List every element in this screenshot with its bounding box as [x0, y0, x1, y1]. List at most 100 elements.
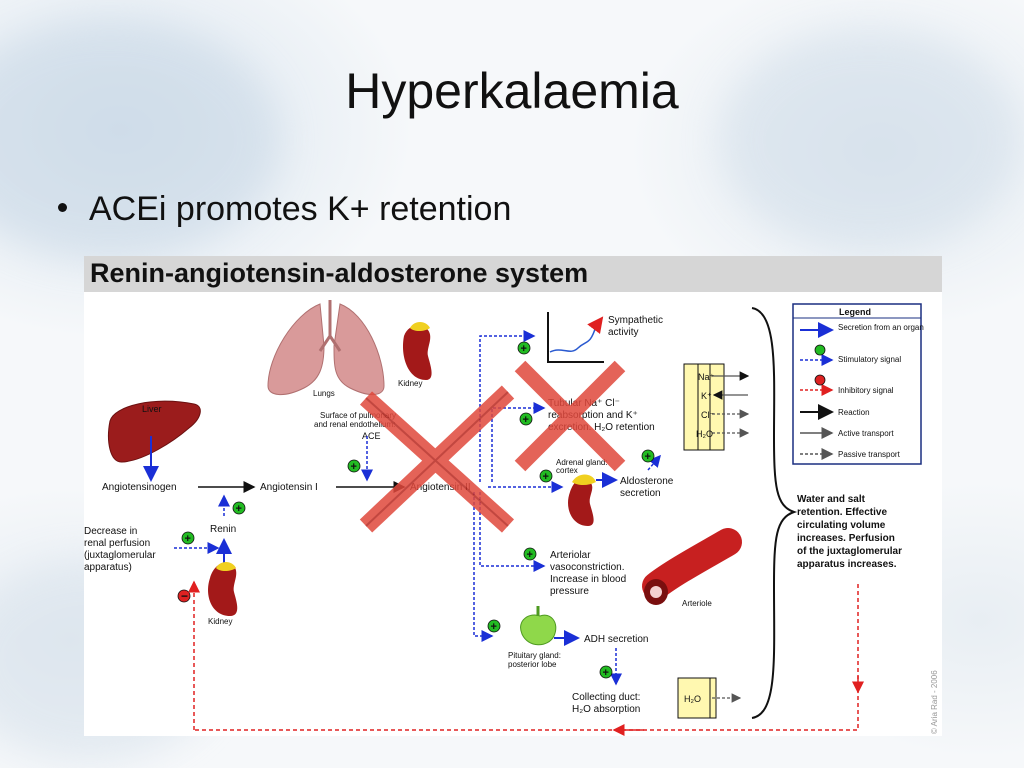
stimulatory-plus-badge	[517, 341, 531, 355]
pituitary-label-line2: posterior lobe	[508, 660, 557, 669]
sympathetic-graph-icon	[547, 312, 604, 363]
stimulatory-plus-badge	[487, 619, 501, 633]
surface-label-line2: and renal endothelium:	[314, 420, 395, 429]
diagram-canvas: Liver Angiotensinogen Angiotensin I Angi…	[84, 300, 939, 736]
plus-icon: +	[491, 621, 497, 633]
water-label-line3: circulating volume	[797, 520, 886, 531]
inhibitory-minus-badge	[177, 589, 191, 603]
aldosterone-stimulatory-arrow	[647, 454, 661, 471]
arteriole-icon	[642, 528, 742, 605]
water-label-line5: of the juxtaglomerular	[797, 546, 902, 557]
surface-label-line1: Surface of pulmonary	[320, 411, 396, 420]
stimulatory-plus-badge	[599, 665, 613, 679]
plus-icon: +	[351, 461, 357, 473]
stimulatory-plus-badge	[181, 531, 195, 545]
kidney-icon	[402, 322, 432, 380]
kidney-icon	[208, 562, 238, 616]
arteriole-label: Arteriole	[682, 599, 712, 608]
liver-icon	[108, 400, 201, 463]
feedback-loop-path	[194, 584, 859, 731]
ion-k-label: K⁺	[701, 391, 712, 401]
bullet-item: ACEi promotes K+ retention	[58, 190, 511, 229]
stimulatory-plus-badge	[519, 412, 533, 426]
adrenal-label-line1: Adrenal gland:	[556, 458, 608, 467]
pituitary-label-line1: Pituitary gland:	[508, 651, 561, 660]
aldosterone-label-line2: secretion	[620, 488, 661, 499]
ion-na-label: Na⁺	[698, 372, 715, 382]
cross-out-mark-tubular	[514, 360, 626, 472]
ion-h2o-label: H₂O	[696, 429, 713, 439]
collecting-duct-box	[677, 677, 742, 719]
legend-title: Legend	[839, 307, 871, 317]
plus-icon: +	[527, 549, 533, 561]
angiotensin1-label: Angiotensin I	[260, 482, 318, 493]
legend-item-passive-transport: Passive transport	[838, 450, 901, 459]
sympathetic-label-line2: activity	[608, 327, 639, 338]
stimulatory-plus-badge	[523, 547, 537, 561]
background-blur-blob	[720, 30, 1020, 250]
legend-item-secretion: Secretion from an organ	[838, 323, 924, 332]
bullet-dot	[58, 202, 67, 212]
arteriolar-label-line2: vasoconstriction.	[550, 562, 624, 573]
sympathetic-stimulatory-arrow	[479, 330, 536, 482]
decrease-label-line1: Decrease in	[84, 526, 137, 537]
liver-label: Liver	[142, 404, 162, 414]
aldosterone-label-line1: Aldosterone	[620, 476, 674, 487]
plus-icon: +	[185, 533, 191, 545]
bullet-text: ACEi promotes K+ retention	[89, 190, 512, 228]
stimulatory-plus-badge	[347, 459, 361, 473]
lungs-label: Lungs	[313, 389, 335, 398]
arteriolar-label-line4: pressure	[550, 586, 589, 597]
water-label-line1: Water and salt	[797, 494, 866, 505]
adrenal-label-line2: cortex	[556, 466, 578, 475]
tubular-label-line2: reabsorption and K⁺	[548, 410, 638, 421]
plus-icon: +	[543, 471, 549, 483]
stimulatory-plus-badge	[641, 449, 655, 463]
sympathetic-label-line1: Sympathetic	[608, 315, 663, 326]
collecting-label-line2: H₂O absorption	[572, 704, 640, 715]
kidney-bottom-label: Kidney	[208, 617, 232, 626]
arteriolar-label-line1: Arteriolar	[550, 550, 591, 561]
plus-icon: +	[603, 667, 609, 679]
diagram-title: Renin-angiotensin-aldosterone system	[90, 258, 589, 288]
summary-brace	[751, 307, 798, 719]
adrenal-kidney-icon	[568, 474, 596, 526]
water-label-line2: retention. Effective	[797, 507, 887, 518]
stimulatory-plus-badge	[232, 501, 246, 515]
background-blur-blob	[0, 20, 280, 260]
legend-box	[792, 303, 922, 465]
legend-item-stimulatory: Stimulatory signal	[838, 355, 901, 364]
pituitary-gland-icon	[520, 606, 557, 646]
copyright-text: © Aria Rad - 2006	[930, 670, 939, 734]
decrease-label-line3: (juxtaglomerular	[84, 550, 156, 561]
decrease-label-line2: renal perfusion	[84, 538, 150, 549]
decrease-label-line4: apparatus)	[84, 562, 132, 573]
kidney-top-label: Kidney	[398, 379, 422, 388]
ace-label: ACE	[362, 431, 381, 441]
legend-item-active-transport: Active transport	[838, 429, 894, 438]
water-label-line6: apparatus increases.	[797, 559, 897, 570]
raas-diagram: Renin-angiotensin-aldosterone system Liv…	[84, 256, 942, 736]
arteriolar-label-line3: Increase in blood	[550, 574, 626, 585]
slide-title: Hyperkalaemia	[345, 63, 679, 119]
ion-transport-box	[683, 363, 750, 451]
tubular-label-line3: excretion. H₂O retention	[548, 422, 655, 433]
cross-out-mark-large	[359, 385, 515, 533]
ion-h2o-duct-label: H₂O	[684, 694, 701, 704]
diagram-title-bar: Renin-angiotensin-aldosterone system	[84, 256, 942, 292]
arteriolar-stimulatory-arrow	[479, 492, 546, 572]
renin-label: Renin	[210, 524, 236, 535]
angiotensin2-label: Angiotensin II	[410, 482, 471, 493]
angiotensinogen-label: Angiotensinogen	[102, 482, 177, 493]
plus-icon: +	[236, 503, 242, 515]
plus-icon: +	[645, 451, 651, 463]
water-label-line4: increases. Perfusion	[797, 533, 895, 544]
legend-item-inhibitory: Inhibitory signal	[838, 386, 894, 395]
lungs-icon	[267, 300, 385, 395]
pituitary-stimulatory-arrow	[473, 492, 494, 642]
stimulatory-plus-badge	[539, 469, 553, 483]
ion-cl-label: Cl⁻	[701, 410, 714, 420]
plus-icon: +	[523, 414, 529, 426]
collecting-label-line1: Collecting duct:	[572, 692, 640, 703]
legend-item-reaction: Reaction	[838, 408, 870, 417]
